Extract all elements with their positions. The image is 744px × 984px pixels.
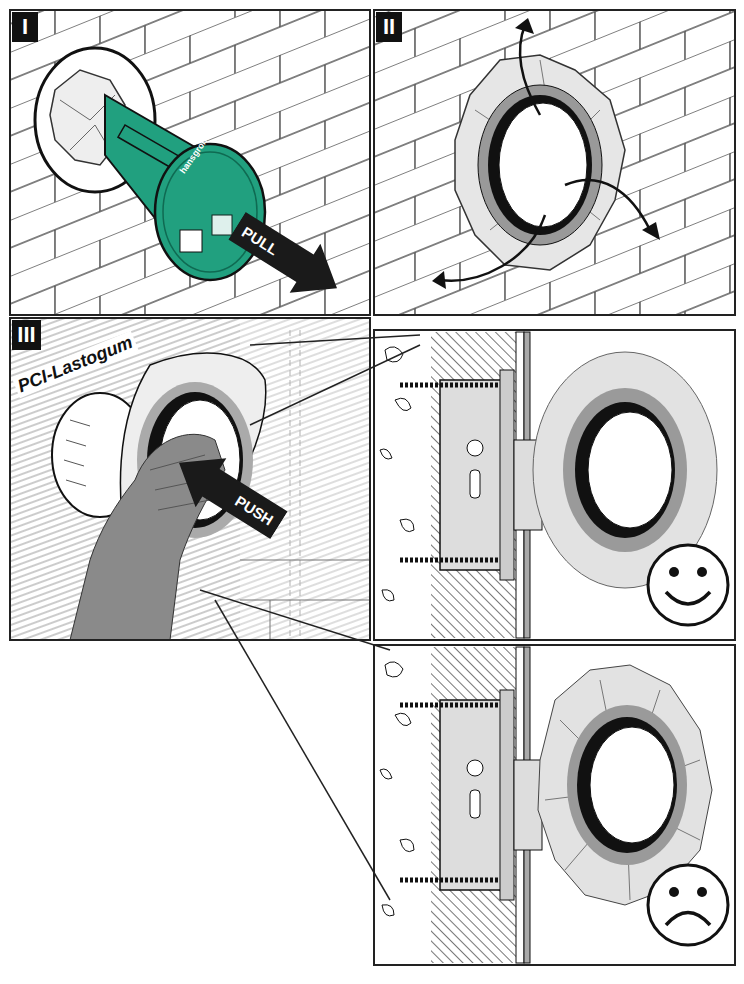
arrow-shape <box>222 201 353 313</box>
step-tag: III <box>12 320 41 350</box>
arrow-shape <box>164 438 295 550</box>
step-number: II <box>383 14 395 40</box>
step-number: I <box>22 14 28 40</box>
correct-result-panel <box>374 330 735 640</box>
panel-one <box>10 10 370 315</box>
panel-two <box>374 10 735 315</box>
step-number: III <box>17 322 35 348</box>
leader-lines <box>200 335 420 900</box>
direction-arrow: PUSH <box>164 438 295 550</box>
direction-arrow: PULL <box>222 201 353 313</box>
step-tag: I <box>12 12 38 42</box>
wrong-result-panel <box>374 645 735 965</box>
step-tag: II <box>376 12 402 42</box>
brand-label: hansgrohe <box>176 130 214 178</box>
panel-three <box>10 318 370 640</box>
